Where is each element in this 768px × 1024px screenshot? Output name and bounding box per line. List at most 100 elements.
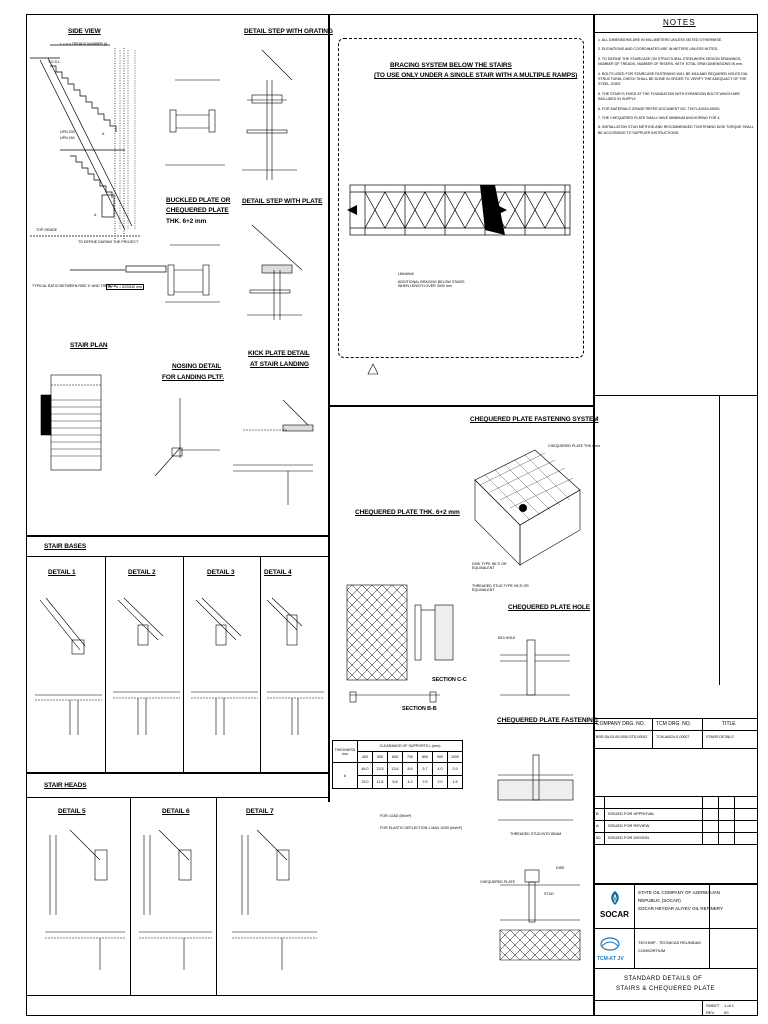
chequered-plate-pattern bbox=[346, 584, 408, 681]
chequered-load-table: THICKNESS mm CLEARANCE OF SUPPORTS L (mm… bbox=[332, 740, 463, 789]
side-view-dimension-columns bbox=[119, 50, 136, 230]
side-view-tread-count: L = n x TREADS NUMBER (I) bbox=[60, 42, 108, 46]
fastening-chequered-plate-label: CHEQUERED PLATE bbox=[480, 880, 516, 884]
tcm-logo-icon bbox=[600, 937, 620, 951]
table-legend-load: FOR LOAD (kN/m²) bbox=[380, 814, 412, 818]
buckled-title-line3: THK. 6+2 mm bbox=[166, 218, 207, 225]
section-bb-title: SECTION B-B bbox=[402, 706, 437, 712]
rev-row-0-num: A bbox=[596, 823, 599, 828]
bracing-system-drawing bbox=[347, 184, 571, 236]
detail7-drawing bbox=[232, 829, 317, 970]
table-span-cell: 500 bbox=[372, 751, 388, 763]
table-cell: 4.0 bbox=[432, 762, 448, 776]
frame-vertical-left bbox=[328, 14, 330, 802]
title-short: STAIRS DETAILS bbox=[706, 735, 734, 739]
detail3-title: DETAIL 3 bbox=[207, 569, 235, 576]
table-span-cell: 700 bbox=[402, 751, 418, 763]
notes-list: 1. ALL DIMENSIONS ARE IN MILLIMETERS UNL… bbox=[598, 38, 754, 140]
company-dwg-label: COMPANY DRG. NO. bbox=[596, 721, 645, 727]
chequered-plate-thk-title: CHEQUERED PLATE THK. 6+2 mm bbox=[355, 509, 460, 516]
note-item: 3. TO DEFINE THE STAIRCASE ON STRUCTURAL… bbox=[598, 56, 744, 67]
divider-detail1-2 bbox=[105, 557, 106, 772]
divider-detail3-4 bbox=[260, 557, 261, 772]
section-bb-drawing bbox=[349, 691, 440, 703]
fastening-plate-label: CHEQUERED PLATE THK 6mm bbox=[548, 444, 601, 448]
bracing-title-line2: (TO USE ONLY UNDER A SINGLE STAIR WITH A… bbox=[374, 72, 578, 79]
note-item: 8. INSTALLATION STUD METHOD AND RECOMMEN… bbox=[598, 125, 754, 135]
table-cell: 5.7 bbox=[417, 762, 433, 776]
table-cell: 2.0 bbox=[432, 775, 448, 789]
notes-heading: NOTES bbox=[663, 18, 696, 27]
frame-h-right-mid bbox=[594, 395, 758, 396]
section-cc-drawing bbox=[414, 604, 454, 661]
table-legend-deflection: FOR ELASTIC DEFLECTION 1 MAX 1/200 (kN/m… bbox=[380, 826, 463, 830]
divider-detail2-3 bbox=[183, 557, 184, 772]
chequered-plate-hole-drawing bbox=[500, 639, 570, 696]
table-header-clear: CLEARANCE OF SUPPORTS L (mm) bbox=[357, 740, 463, 752]
revision-triangle-4 bbox=[367, 363, 379, 375]
frame-h-stairbases-top bbox=[26, 535, 329, 537]
detail-step-plate-title: DETAIL STEP WITH PLATE bbox=[242, 198, 323, 205]
table-cell: 1.5 bbox=[447, 775, 463, 789]
divider-detail6-7 bbox=[216, 798, 217, 995]
nosing-title-line2: FOR LANDING PLTF. bbox=[162, 374, 225, 381]
side-view-upn200: UPN 200 bbox=[60, 130, 75, 134]
frame-h-right-notes bbox=[594, 32, 758, 33]
contractor-line1: TECHNIP - TECNICAS REUNIDAS bbox=[638, 940, 701, 945]
bracing-revision-cloud bbox=[338, 38, 584, 358]
kick-title-line1: KICK PLATE DETAIL bbox=[248, 350, 310, 357]
side-view-top-level: T.O.S.L. bbox=[48, 60, 61, 64]
fastening-disk-label: DISK TYPE HILTI OR EQUIVALENT bbox=[472, 562, 507, 571]
frame-h-middle bbox=[329, 405, 594, 407]
company-line1: STATE OIL COMPANY OF AZERBAIJAN bbox=[638, 890, 721, 895]
table-cell: 23.0 bbox=[357, 775, 373, 789]
svg-text:A: A bbox=[94, 213, 97, 217]
detail1-drawing bbox=[35, 597, 102, 735]
detail-step-grating-drawing bbox=[242, 49, 297, 180]
bracing-note: ADDITIONAL BRACING BELOW STAIRS WHEN LEN… bbox=[398, 280, 465, 289]
buckled-title-line1: BUCKLED PLATE OR bbox=[166, 197, 231, 204]
rev-row-0-desc: ISSUED FOR REVIEW bbox=[608, 823, 650, 828]
hole-diameter-label: Ø10 HOLE bbox=[498, 636, 516, 640]
sheet-value: 1 of 1 bbox=[724, 1003, 735, 1008]
table-cell: 4.3 bbox=[402, 775, 418, 789]
table-cell: 2.9 bbox=[417, 775, 433, 789]
title-block: COMPANY DRG. NO. TCM DRG. NO. TITLE BSR-… bbox=[594, 718, 758, 1016]
rev-row-2-num: 00 bbox=[596, 835, 601, 840]
section-cc-title: SECTION C-C bbox=[432, 677, 467, 683]
drawing-sheet bbox=[26, 14, 758, 1016]
detail5-title: DETAIL 5 bbox=[58, 808, 86, 815]
company-line3: SOCAR HEYDAR ALIYEV OIL REFINERY bbox=[638, 906, 724, 911]
chequered-plate-fastening-title: CHEQUERED PLATE FASTENING bbox=[497, 717, 598, 724]
detail2-drawing bbox=[113, 597, 180, 735]
frame-vertical-right bbox=[593, 14, 595, 1016]
table-cell: 11.8 bbox=[372, 775, 388, 789]
chequered-plate-fastening-detail-2 bbox=[499, 869, 581, 961]
bracing-title-line1: BRACING SYSTEM BELOW THE STAIRS bbox=[390, 62, 512, 69]
frame-h-stairheads-label bbox=[26, 797, 329, 798]
sheet-label: SHEET bbox=[706, 1003, 720, 1008]
side-view-drawing: A A bbox=[30, 44, 167, 273]
table-cell: 8.6 bbox=[402, 762, 418, 776]
chequered-plate-fastening-drawing bbox=[497, 754, 574, 821]
buckled-plate-sample bbox=[165, 244, 220, 303]
detail4-title: DETAIL 4 bbox=[264, 569, 292, 576]
side-view-defined-note: TO DEFINE DURING THE PROJECT bbox=[78, 240, 139, 244]
frame-h-bottom-left bbox=[26, 995, 594, 996]
contractor-line2: CONSORTIUM bbox=[638, 948, 666, 953]
stair-heads-title: STAIR HEADS bbox=[44, 782, 87, 789]
table-row-load: 6 46.0 23.5 13.6 8.6 5.7 4.0 2.9 bbox=[332, 762, 463, 789]
table-cell: 46.0 bbox=[357, 762, 373, 776]
stair-bases-title: STAIR BASES bbox=[44, 543, 87, 550]
rev-value: 00 bbox=[724, 1010, 729, 1015]
fastening-stud-small-label: STUD bbox=[544, 892, 554, 896]
note-item: 2. ELEVATIONS AND COORDINATES ARE IN MET… bbox=[598, 47, 719, 52]
side-view-title: SIDE VIEW bbox=[68, 28, 101, 35]
table-cell: 2.9 bbox=[447, 762, 463, 776]
divider-detail5-6 bbox=[130, 798, 131, 995]
frame-h-stairbases-label bbox=[26, 556, 329, 557]
kick-title-line2: AT STAIR LANDING bbox=[250, 361, 309, 368]
detail-step-plate-drawing bbox=[247, 224, 303, 320]
table-span-cell: 600 bbox=[387, 751, 403, 763]
nosing-detail-drawing bbox=[154, 398, 220, 477]
